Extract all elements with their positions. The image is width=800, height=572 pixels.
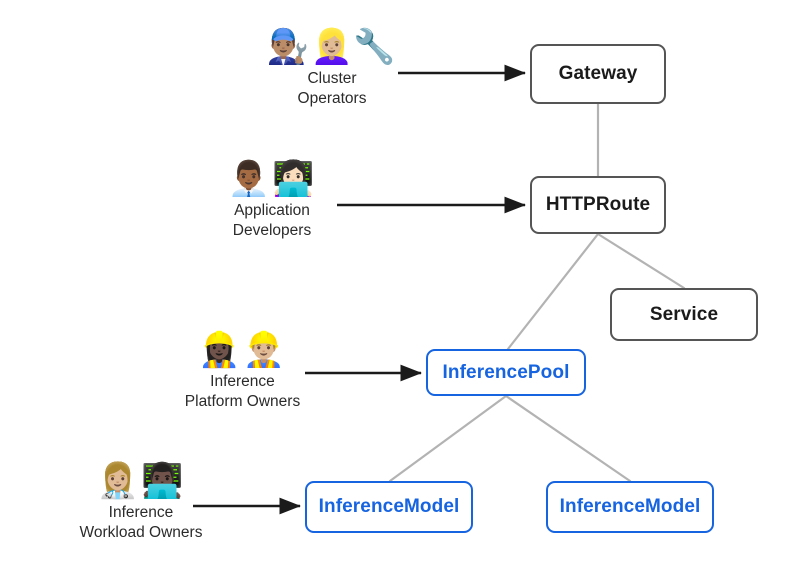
node-service[interactable]: Service — [610, 288, 758, 341]
persona-cluster-operators-label: Cluster Operators — [297, 69, 367, 107]
health-worker-technologist-pair-icon: 👩🏼‍⚕️👨🏿‍💻 — [96, 461, 186, 501]
persona-cluster-operators: 👨🏽‍🔧👱🏼‍♀️‍🔧 Cluster Operators — [250, 27, 414, 108]
node-service-label: Service — [649, 303, 719, 325]
node-inferencemodel-1-label: InferenceModel — [318, 496, 460, 517]
connector-inferencepool-model2 — [504, 394, 632, 483]
persona-inference-platform-owners-label: Inference Platform Owners — [184, 372, 301, 410]
persona-inference-workload-owners-label: Inference Workload Owners — [79, 503, 203, 541]
persona-application-developers: 👨🏾‍💼👩🏻‍💻 Application Developers — [190, 159, 354, 240]
connector-httproute-inferencepool — [506, 232, 600, 351]
connector-inferencepool-model1 — [388, 394, 508, 483]
mechanic-pair-icon: 👨🏽‍🔧👱🏼‍♀️‍🔧 — [266, 27, 398, 67]
node-gateway[interactable]: Gateway — [530, 44, 666, 104]
node-inferencepool-label: InferencePool — [442, 361, 570, 383]
connector-httproute-service — [596, 232, 686, 290]
node-inferencemodel-2[interactable]: InferenceModel — [546, 481, 714, 533]
node-inferencemodel-2-label: InferenceModel — [559, 496, 701, 517]
node-inferencemodel-1[interactable]: InferenceModel — [305, 481, 473, 533]
construction-worker-pair-icon: 👷🏿‍♀️👷🏼‍♂️ — [198, 330, 287, 370]
node-httproute-label: HTTPRoute — [545, 194, 651, 215]
node-inferencepool[interactable]: InferencePool — [426, 349, 586, 396]
node-gateway-label: Gateway — [558, 63, 638, 84]
node-httproute[interactable]: HTTPRoute — [530, 176, 666, 234]
persona-inference-workload-owners: 👩🏼‍⚕️👨🏿‍💻 Inference Workload Owners — [38, 461, 244, 542]
persona-application-developers-label: Application Developers — [232, 201, 312, 239]
persona-inference-platform-owners: 👷🏿‍♀️👷🏼‍♂️ Inference Platform Owners — [140, 330, 345, 411]
office-worker-technologist-pair-icon: 👨🏾‍💼👩🏻‍💻 — [227, 159, 317, 199]
